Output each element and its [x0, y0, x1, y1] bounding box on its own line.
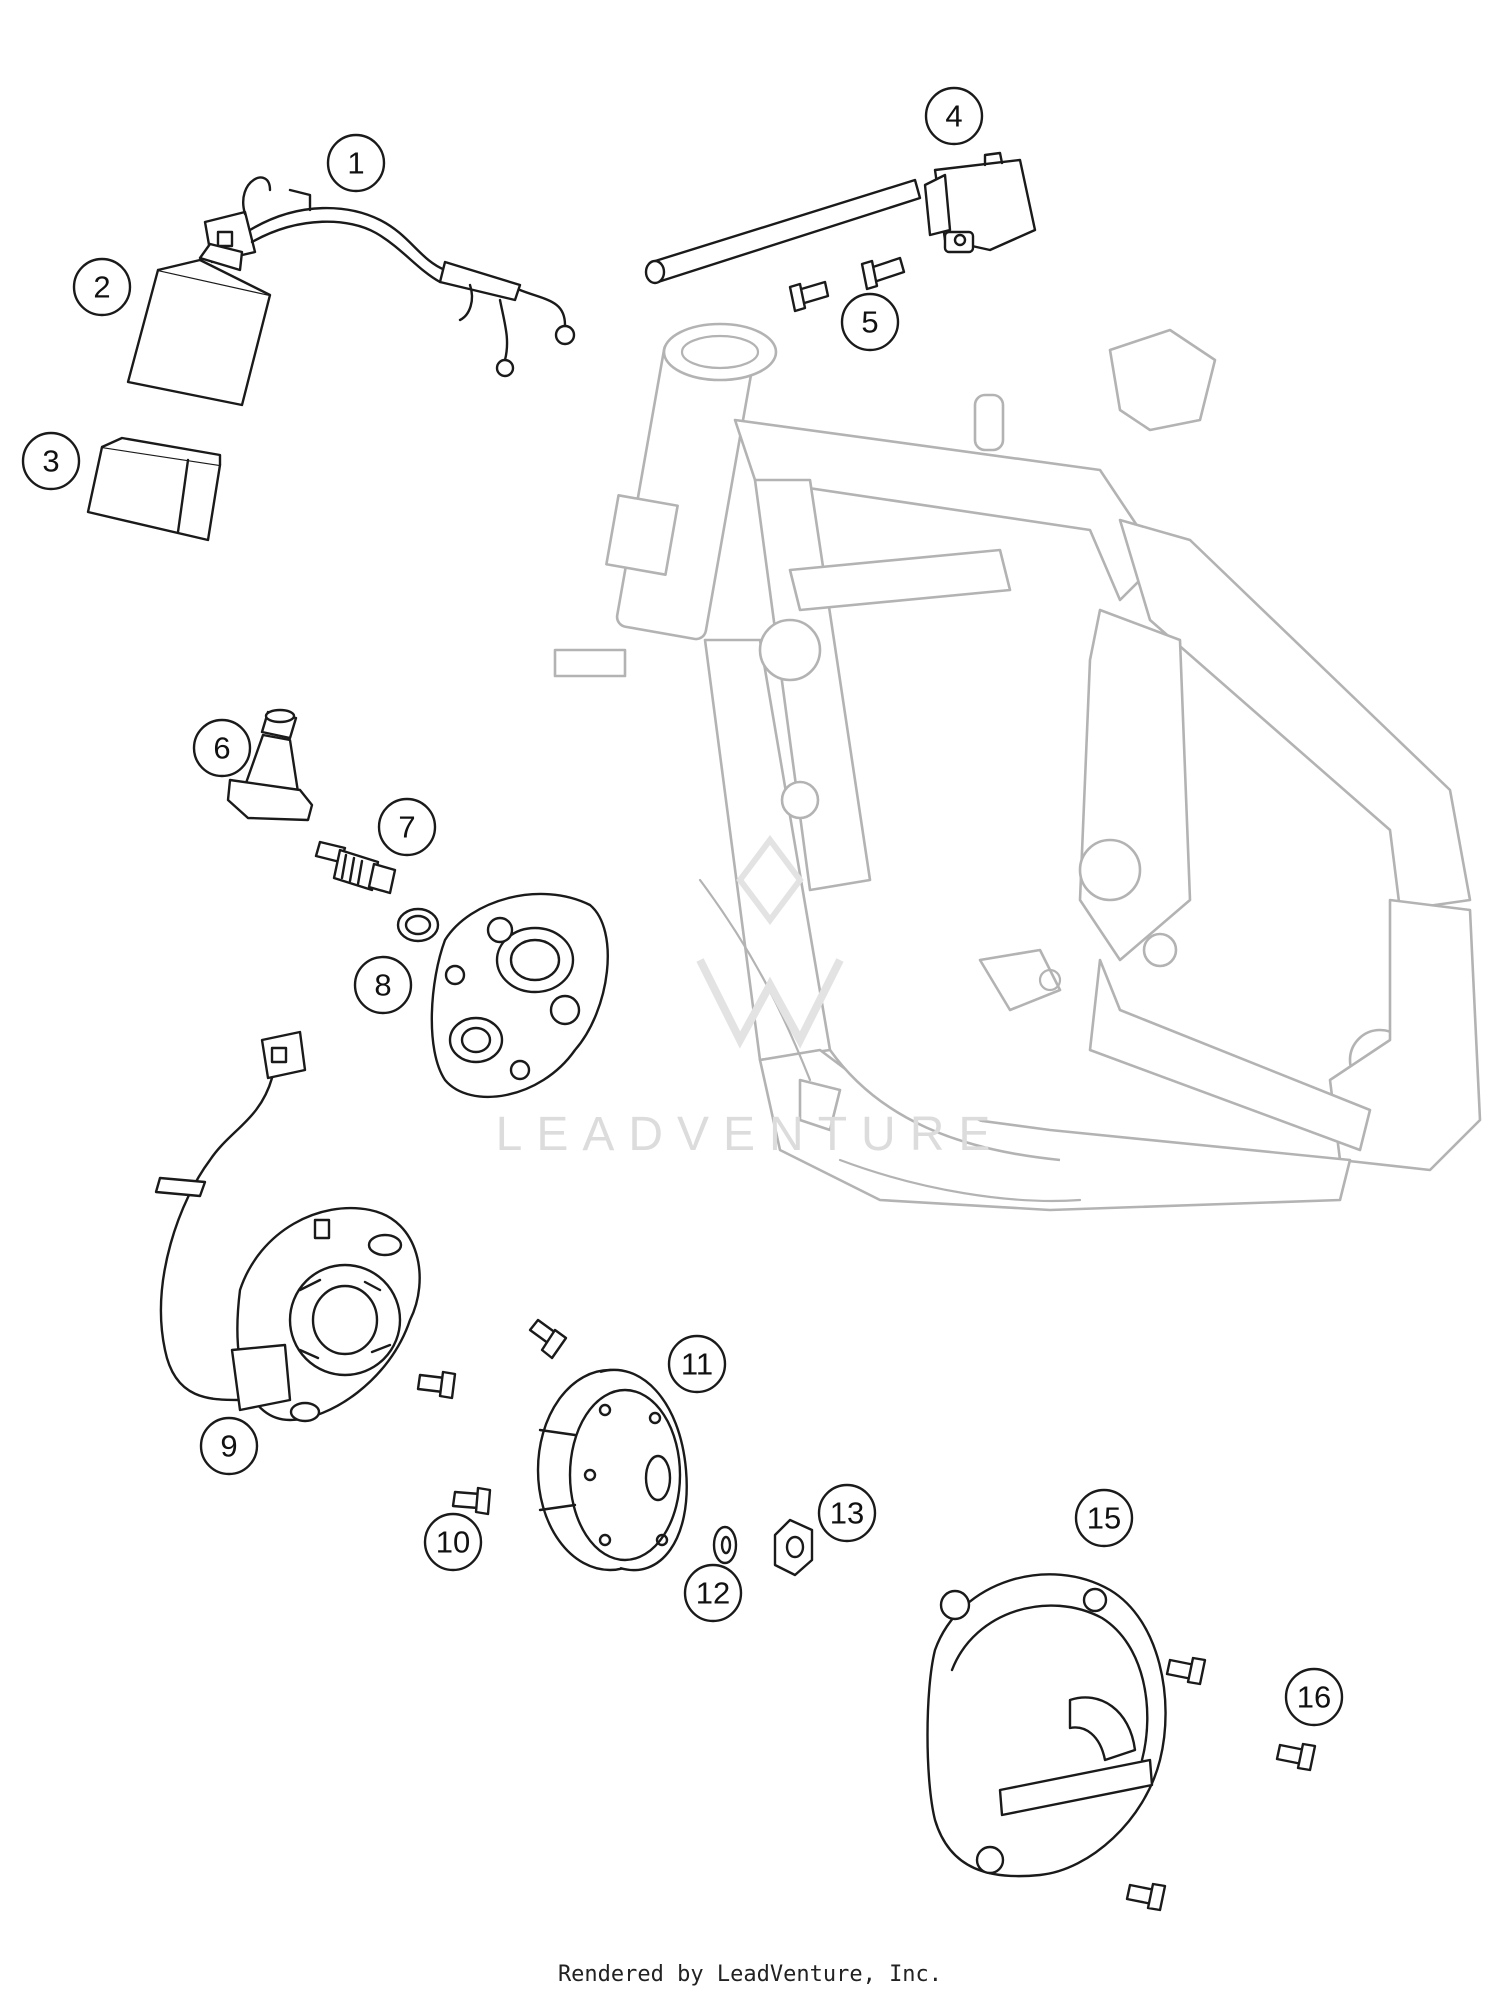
callout-10: 10 — [423, 1512, 483, 1572]
callout-1-label: 1 — [347, 146, 364, 181]
callout-7: 7 — [377, 797, 437, 857]
ignition-cover-icon — [926, 1573, 1167, 1878]
callout-3: 3 — [21, 431, 81, 491]
watermark-text: LEADVENTURE — [496, 1108, 1005, 1161]
screw-icon — [788, 256, 906, 313]
rotor-icon — [536, 1368, 688, 1572]
callout-13: 13 — [817, 1483, 877, 1543]
callout-6-label: 6 — [213, 731, 230, 766]
callout-12-label: 12 — [696, 1576, 730, 1611]
callout-5: 5 — [840, 292, 900, 352]
callout-5-label: 5 — [861, 305, 878, 340]
stator-icon — [154, 1030, 421, 1423]
nut-icon — [773, 1518, 814, 1577]
washer-icon — [712, 1525, 738, 1565]
callout-3-label: 3 — [42, 444, 59, 479]
callout-2: 2 — [72, 257, 132, 317]
render-credit: Rendered by LeadVenture, Inc. — [557, 1962, 943, 1987]
callout-15-label: 15 — [1087, 1501, 1121, 1536]
callout-16: 16 — [1284, 1667, 1344, 1727]
spark-plug-cap-icon — [226, 708, 314, 822]
callout-6: 6 — [192, 718, 252, 778]
callout-9-label: 9 — [220, 1429, 237, 1464]
watermark: LEADVENTURE — [496, 835, 1005, 1161]
wiring-harness-icon — [203, 176, 576, 378]
screw-icon — [416, 1318, 568, 1516]
callout-4: 4 — [924, 86, 984, 146]
spark-plug-icon — [314, 840, 397, 895]
callout-16-label: 16 — [1297, 1680, 1331, 1715]
callout-1: 1 — [326, 133, 386, 193]
screw-icon — [1125, 1656, 1317, 1912]
callout-12: 12 — [683, 1563, 743, 1623]
callout-8-label: 8 — [374, 968, 391, 1003]
callout-15: 15 — [1074, 1488, 1134, 1548]
callout-7-label: 7 — [398, 810, 415, 845]
callout-11-label: 11 — [681, 1347, 713, 1382]
cylinder-head-icon — [430, 892, 609, 1099]
callout-8: 8 — [353, 955, 413, 1015]
callout-2-label: 2 — [93, 270, 110, 305]
callout-9: 9 — [199, 1416, 259, 1476]
callout-11: 11 — [667, 1334, 727, 1394]
callout-4-label: 4 — [945, 99, 962, 134]
frame-drawing — [553, 322, 1482, 1212]
seal-ring-icon — [396, 907, 440, 943]
rubber-sleeve-icon — [86, 436, 222, 542]
callout-13-label: 13 — [830, 1496, 864, 1531]
cdi-unit-icon — [126, 242, 272, 407]
callout-10-label: 10 — [436, 1525, 470, 1560]
ignition-coil-icon — [644, 151, 1037, 285]
